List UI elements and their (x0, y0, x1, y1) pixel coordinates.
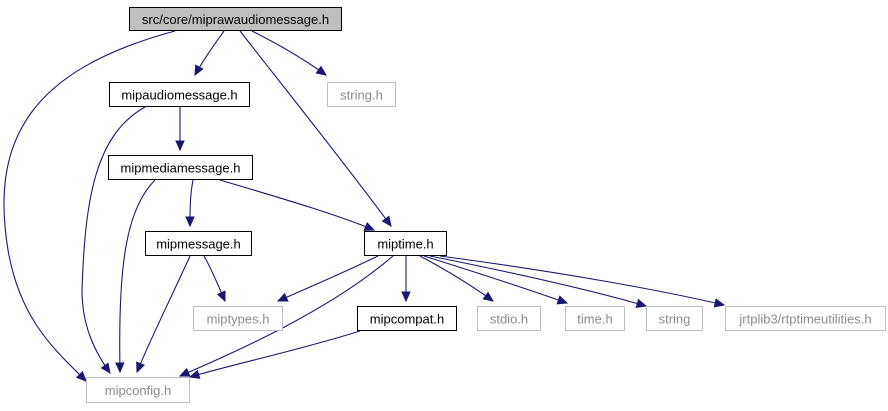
edge-time-to-stdio (419, 255, 494, 302)
edge-line (423, 255, 568, 304)
node-box (129, 7, 342, 31)
edge-mediamsg-to-message (185, 179, 195, 228)
node-box (477, 306, 541, 331)
node-box (364, 231, 447, 256)
edge-audiomsg-to-mediamsg (175, 107, 185, 152)
arrowhead-icon (178, 367, 191, 377)
arrowhead-icon (216, 290, 226, 303)
edge-time-to-types (276, 255, 379, 302)
edge-mediamsg-to-time (219, 179, 376, 231)
node-box (145, 231, 252, 256)
node-box (725, 306, 886, 331)
node-label: mipaudiomessage.h (121, 88, 237, 103)
arrowhead-icon (401, 291, 411, 303)
edge-line (179, 255, 394, 377)
arrowhead-icon (381, 215, 392, 227)
edge-line (429, 255, 647, 307)
edge-root-to-audiomsg (194, 30, 225, 77)
arrowhead-icon (315, 65, 328, 76)
node-stringh: string.h (327, 82, 396, 107)
arrowhead-icon (363, 221, 376, 231)
node-box (109, 82, 250, 107)
edge-line (419, 255, 494, 302)
edge-time-to-compat (401, 256, 411, 303)
edge-line (136, 255, 191, 373)
edge-line (251, 30, 327, 76)
edge-line (81, 106, 146, 374)
arrowhead-icon (713, 298, 726, 308)
edge-root-to-stringh (251, 30, 328, 76)
arrowhead-icon (188, 369, 201, 379)
edge-time-to-rtp (439, 255, 726, 308)
node-box (357, 306, 457, 331)
node-label: mipmessage.h (156, 237, 241, 252)
node-label: time.h (577, 312, 612, 327)
edge-line (219, 179, 375, 231)
edge-line (189, 330, 361, 378)
edge-mediamsg-to-config (115, 179, 156, 374)
node-types: miptypes.h (193, 306, 283, 331)
node-label: string.h (340, 88, 383, 103)
arrowhead-icon (194, 64, 204, 77)
node-box (327, 82, 396, 107)
node-compat[interactable]: mipcompat.h (357, 306, 457, 331)
edge-line (239, 30, 392, 227)
node-timeh: time.h (565, 306, 625, 331)
arrowhead-icon (175, 140, 185, 152)
node-audiomsg[interactable]: mipaudiomessage.h (109, 82, 250, 107)
node-mediamsg[interactable]: mipmediamessage.h (108, 155, 253, 180)
arrowhead-icon (136, 361, 145, 374)
arrowhead-icon (556, 295, 569, 305)
edge-line (3, 30, 176, 382)
node-label: mipcompat.h (370, 312, 444, 327)
node-message[interactable]: mipmessage.h (145, 231, 252, 256)
arrowhead-icon (115, 362, 125, 374)
node-rtp: jrtplib3/rtptimeutilities.h (725, 306, 886, 331)
arrowhead-icon (482, 291, 494, 302)
node-label: mipconfig.h (105, 383, 171, 398)
node-box (193, 306, 283, 331)
arrowhead-icon (100, 362, 111, 375)
node-label: string (659, 312, 691, 327)
edge-line (439, 255, 725, 306)
nodes-layer: src/core/miprawaudiomessage.h mipaudiomes… (86, 7, 886, 403)
edge-time-to-string (429, 255, 648, 308)
arrowhead-icon (185, 216, 195, 228)
node-box (565, 306, 625, 331)
node-label: mipmediamessage.h (121, 161, 241, 176)
edge-time-to-timeh (423, 255, 569, 305)
node-config: mipconfig.h (86, 377, 190, 403)
edge-message-to-types (203, 255, 226, 303)
node-root[interactable]: src/core/miprawaudiomessage.h (129, 7, 342, 31)
node-label: miptypes.h (207, 312, 270, 327)
arrowhead-icon (635, 298, 648, 308)
edge-root-to-config (3, 30, 176, 382)
arrowhead-icon (75, 370, 87, 382)
node-box (108, 155, 253, 180)
edge-compat-to-config (188, 330, 361, 379)
node-time[interactable]: miptime.h (364, 231, 447, 256)
node-stdio: stdio.h (477, 306, 541, 331)
edge-message-to-config (136, 255, 191, 374)
node-string: string (646, 306, 703, 331)
arrowhead-icon (276, 292, 289, 302)
node-box (86, 377, 190, 403)
node-label: stdio.h (490, 312, 528, 327)
node-label: jrtplib3/rtptimeutilities.h (738, 312, 871, 327)
edges-layer (3, 30, 726, 382)
edge-line (119, 179, 156, 373)
edge-time-to-config (178, 255, 394, 377)
edge-root-to-time (239, 30, 392, 227)
node-label: src/core/miprawaudiomessage.h (142, 12, 329, 27)
edge-line (277, 255, 379, 302)
node-box (646, 306, 703, 331)
node-label: miptime.h (377, 237, 433, 252)
edge-audiomsg-to-config (81, 106, 146, 375)
